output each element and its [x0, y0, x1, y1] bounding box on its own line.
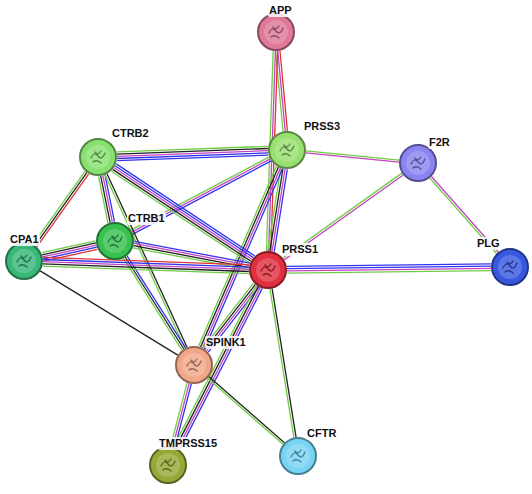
protein-node: TMPRSS15: [149, 446, 187, 484]
evidence-line: [134, 243, 250, 265]
protein-node: APP: [257, 13, 295, 51]
interaction-edge: [174, 285, 263, 449]
evidence-line: [42, 243, 96, 255]
protein-node: CTRB1: [96, 222, 134, 260]
node-circle: [149, 446, 187, 484]
evidence-line: [209, 377, 284, 443]
evidence-line: [306, 153, 399, 162]
evidence-line: [176, 286, 259, 447]
node-circle: [399, 144, 437, 182]
protein-node: CFTR: [279, 437, 317, 475]
node-circle: [5, 242, 43, 280]
evidence-line: [35, 172, 87, 245]
protein-label: PRSS1: [281, 243, 319, 256]
protein-label: CFTR: [306, 427, 337, 440]
node-circle: [249, 251, 287, 289]
protein-node: PRSS1: [249, 251, 287, 289]
evidence-line: [43, 266, 249, 274]
protein-label: CTRB2: [111, 127, 150, 140]
node-circle: [279, 437, 317, 475]
evidence-line: [42, 241, 96, 253]
interaction-edge: [111, 164, 254, 263]
node-circle: [175, 346, 213, 384]
evidence-line: [37, 174, 89, 247]
protein-label: CPA1: [9, 233, 40, 246]
protein-node: PRSS3: [268, 131, 306, 169]
evidence-line: [270, 289, 294, 437]
evidence-line: [40, 271, 178, 355]
interaction-edge: [117, 146, 268, 160]
protein-label: F2R: [428, 136, 451, 149]
evidence-line: [33, 171, 85, 244]
evidence-line: [123, 258, 182, 350]
protein-node: PLG: [491, 248, 529, 286]
protein-label: PRSS3: [303, 120, 341, 133]
protein-node: CTRB2: [79, 138, 117, 176]
interaction-edge: [33, 171, 89, 247]
interaction-edge: [287, 264, 491, 273]
node-circle: [257, 13, 295, 51]
node-circle: [491, 248, 529, 286]
protein-node: F2R: [399, 144, 437, 182]
protein-label: TMPRSS15: [158, 437, 218, 450]
interaction-edge: [208, 377, 285, 445]
evidence-line: [134, 241, 250, 263]
evidence-line: [306, 151, 399, 160]
node-circle: [96, 222, 134, 260]
evidence-line: [208, 378, 283, 444]
node-circle: [268, 131, 306, 169]
evidence-line: [174, 285, 257, 446]
evidence-line: [287, 271, 491, 274]
interaction-edge: [203, 283, 259, 352]
evidence-line: [180, 288, 263, 449]
evidence-line: [178, 287, 261, 448]
protein-node: CPA1: [5, 242, 43, 280]
evidence-line: [272, 289, 296, 437]
interaction-edge: [99, 175, 115, 223]
evidence-line: [117, 146, 268, 152]
protein-label: CTRB1: [127, 212, 166, 225]
protein-label: SPINK1: [205, 336, 247, 349]
interaction-edge: [306, 151, 399, 162]
node-circle: [79, 138, 117, 176]
protein-label: APP: [268, 4, 293, 17]
protein-label: PLG: [476, 237, 501, 250]
interaction-edge: [40, 271, 178, 355]
interaction-edge: [270, 289, 296, 438]
evidence-line: [111, 171, 249, 263]
interaction-edge: [43, 257, 249, 273]
evidence-line: [99, 176, 108, 223]
protein-node: SPINK1: [175, 346, 213, 384]
